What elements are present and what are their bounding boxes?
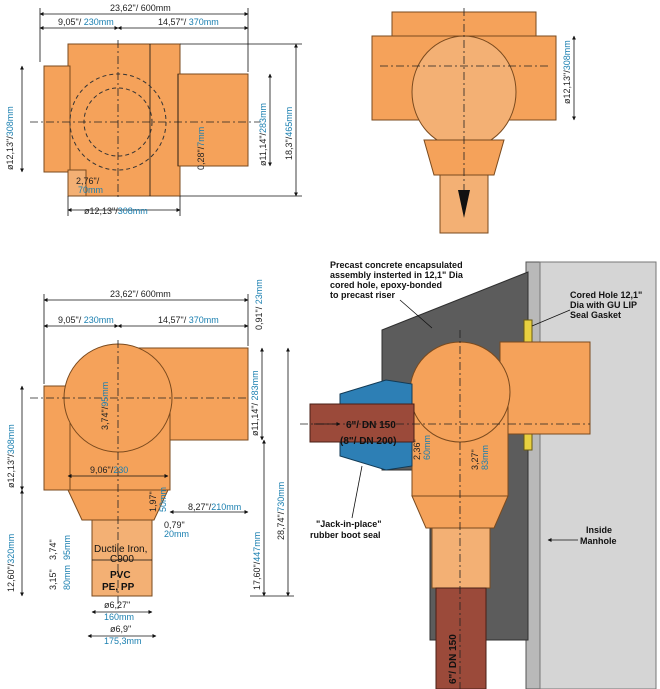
s1-label-in: 3,74" bbox=[48, 539, 58, 560]
gap-label-in: 0,79" bbox=[164, 520, 185, 530]
top-right-view: ø12,13"/308mm bbox=[371, 8, 576, 234]
d1-label-mm: 160mm bbox=[104, 612, 134, 622]
right-width-label: 14,57"/ 370mm bbox=[158, 17, 219, 27]
left-width-label-2: 9,05"/ 230mm bbox=[58, 315, 114, 325]
stub-label-mm: 70mm bbox=[78, 185, 103, 195]
s2-label-in: 3,15" bbox=[48, 569, 58, 590]
material-pvc: PVC bbox=[110, 570, 131, 581]
offset-b-in: 3,27" bbox=[470, 449, 480, 470]
top-offset-label: 0,91"/ 23mm bbox=[254, 279, 264, 330]
offset-label: 0,28"/7mm bbox=[196, 127, 206, 170]
vertical-pipe bbox=[435, 587, 487, 689]
v1-label-mm: 50mm bbox=[158, 487, 168, 512]
mid-width-label: 9,06"/230 bbox=[90, 465, 128, 475]
side-outlet bbox=[177, 73, 249, 167]
material-ductile: Ductile Iron, bbox=[94, 544, 147, 555]
total-height-label: 28,74"/730mm bbox=[276, 482, 286, 540]
material-pe: PE, PP bbox=[102, 582, 135, 593]
overall-width-label-2: 23,62"/ 600mm bbox=[110, 289, 171, 299]
boot-note-2: rubber boot seal bbox=[310, 530, 381, 540]
lower-height-label: 17,60"/447mm bbox=[252, 532, 262, 590]
bottom-diameter-label: ø12,13"/308mm bbox=[84, 206, 148, 216]
vertical-diameter-label: ø12,13"/308mm bbox=[562, 40, 572, 104]
left-width-label: 9,05"/ 230mm bbox=[58, 17, 114, 27]
cored-hole-note-1: Cored Hole 12,1" bbox=[570, 290, 642, 300]
v1-label-in: 1,97" bbox=[148, 491, 158, 512]
s2-label-mm: 80mm bbox=[62, 565, 72, 590]
bottom-stub bbox=[67, 169, 87, 197]
offset-a-in: 2,36" bbox=[412, 439, 422, 460]
top-left-view: 23,62"/ 600mm 9,05"/ 230mm 14,57"/ 370mm… bbox=[5, 3, 302, 216]
bottom-right-view: Precast concrete encapsulated assembly i… bbox=[300, 260, 657, 689]
inner-label: 3,74"/95mm bbox=[100, 382, 110, 430]
offset-b-mm: 83mm bbox=[480, 445, 490, 470]
outlet-size-label: 6"/ DN 150 bbox=[448, 634, 459, 684]
left-diameter-label-2: ø12,13"/308mm bbox=[6, 424, 16, 488]
incoming-pipe bbox=[309, 403, 415, 443]
outlet-pipe-2 bbox=[91, 519, 153, 597]
precast-note-4: to precast riser bbox=[330, 290, 396, 300]
outlet-to-manhole bbox=[499, 341, 591, 435]
inlet-alt-size-label: (8"/ DN 200) bbox=[340, 436, 396, 447]
left-diameter-label: ø12,13"/308mm bbox=[5, 106, 15, 170]
precast-note-2: assembly insterted in 12,1" Dia bbox=[330, 270, 464, 280]
precast-note-3: cored hole, epoxy-bonded bbox=[330, 280, 442, 290]
base-height-label: 12,60"/320mm bbox=[6, 534, 16, 592]
offset-a-mm: 60mm bbox=[422, 435, 432, 460]
side-diameter-label-2: ø11,14"/ 283mm bbox=[250, 370, 260, 436]
left-hub bbox=[43, 65, 71, 173]
cored-hole-note-3: Seal Gasket bbox=[570, 310, 621, 320]
gap-label-mm: 20mm bbox=[164, 529, 189, 539]
side-diameter-label: ø11,14"/283mm bbox=[258, 103, 268, 166]
d1-label-in: ø6,27" bbox=[104, 600, 130, 610]
d2-label-mm: 175,3mm bbox=[104, 636, 142, 646]
cored-hole-note-2: Dia with GU LIP bbox=[570, 300, 637, 310]
d2-label-in: ø6,9" bbox=[110, 624, 131, 634]
boot-note-1: "Jack-in-place" bbox=[316, 519, 382, 529]
material-c900: C900 bbox=[110, 554, 134, 565]
inside-manhole-2: Manhole bbox=[580, 536, 617, 546]
bottom-left-view: 23,62"/ 600mm 9,05"/ 230mm 14,57"/ 370mm… bbox=[6, 279, 294, 646]
fitting-lower bbox=[431, 527, 491, 589]
inside-manhole-1: Inside bbox=[586, 525, 612, 535]
overall-width-label: 23,62"/ 600mm bbox=[110, 3, 171, 13]
s1-label-mm: 95mm bbox=[62, 535, 72, 560]
precast-note-1: Precast concrete encapsulated bbox=[330, 260, 463, 270]
tee-body bbox=[67, 43, 181, 197]
right-width-label-2: 14,57"/ 370mm bbox=[158, 315, 219, 325]
inlet-size-label: 6"/ DN 150 bbox=[346, 420, 396, 431]
height-label: 18,3"/465mm bbox=[284, 107, 294, 160]
right-extent-label: 8,27"/210mm bbox=[188, 502, 241, 512]
stub-label-in: 2,76"/ bbox=[76, 176, 100, 186]
